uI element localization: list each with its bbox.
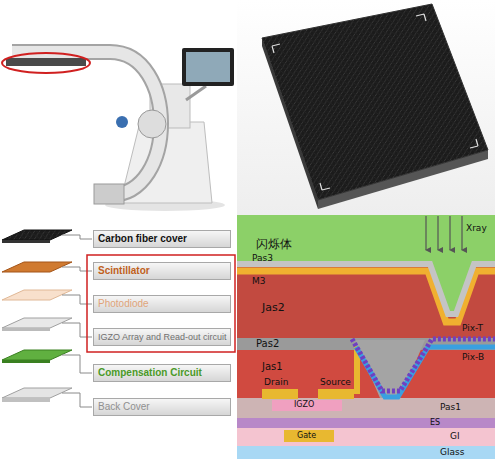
layer-tag: M3 (252, 277, 266, 286)
detector-panel-photo-part (272, 14, 478, 190)
layer-stack-part (2, 328, 50, 331)
layer-tag: Pix-B (462, 353, 484, 362)
layer-label-box: IGZO Array and Read-out circuit (93, 328, 231, 346)
layer-stack-part (0, 215, 236, 459)
tft-cross-section-part (237, 428, 495, 446)
tft-cross-section-part (272, 400, 342, 411)
c-arm-photo (0, 0, 236, 215)
detector-panel-photo (237, 0, 495, 215)
layer-stack-part (2, 262, 72, 272)
c-arm-photo-part (116, 116, 128, 128)
layer-stack-part-part (62, 355, 92, 373)
c-arm-photo-part (2, 53, 90, 73)
layer-tag: ES (430, 419, 440, 427)
tft-cross-section-part (262, 389, 298, 399)
detector-panel-photo-part (237, 0, 495, 215)
layer-tag: Glass (440, 448, 464, 457)
layer-name: Photodiode (98, 299, 149, 309)
layer-name: Scintillator (98, 266, 150, 276)
layer-tag: Pas2 (256, 339, 279, 349)
layer-name: Compensation Circuit (98, 368, 202, 378)
layer-stack (0, 215, 236, 459)
layer-tag: Source (320, 378, 351, 387)
layer-tag: Pas3 (252, 254, 273, 263)
c-arm-photo-part (186, 86, 206, 100)
layer-stack-part-part (62, 235, 92, 239)
layer-label-box: Photodiode (93, 295, 231, 313)
layer-stack-part-part (62, 393, 92, 407)
tft-cross-section-part-part (461, 216, 462, 250)
tft-cross-section-part-part (449, 216, 450, 250)
tft-cross-section-part (426, 216, 462, 250)
tft-cross-section-part (356, 347, 495, 397)
tft-cross-section-part (237, 262, 495, 342)
layer-tag: Gate (297, 432, 316, 440)
layer-label-box: Compensation Circuit (93, 364, 231, 382)
layer-tag: GI (450, 432, 460, 441)
layer-stack-part (2, 240, 50, 243)
detector-panel-photo-part (262, 4, 488, 200)
layer-name: IGZO Array and Read-out circuit (98, 333, 227, 342)
layer-label-box: Scintillator (93, 262, 231, 280)
layer-stack-part (2, 350, 72, 360)
layer-label-box: Carbon fiber cover (93, 230, 231, 248)
layer-tag: 闪烁体 (256, 238, 292, 250)
tft-cross-section-part (237, 264, 495, 314)
tft-cross-section-part (237, 398, 495, 418)
c-arm-photo-part (138, 110, 166, 138)
layer-label-box: Back Cover (93, 398, 231, 416)
c-arm-photo-part (0, 0, 236, 215)
layer-name: Carbon fiber cover (98, 234, 187, 244)
c-arm-photo-part (94, 184, 124, 204)
layer-stack-part (2, 398, 50, 402)
layer-tag: Jas2 (262, 302, 285, 313)
tft-cross-section (237, 215, 495, 459)
layer-tag: IGZO (294, 401, 314, 409)
layer-stack-part (2, 290, 72, 300)
layer-stack-part (2, 230, 72, 240)
layer-stack-part (2, 318, 72, 328)
tft-cross-section-part (237, 215, 495, 263)
layer-tag: Xray (466, 224, 487, 233)
layer-name: Back Cover (98, 402, 150, 412)
tft-cross-section-part (237, 446, 495, 459)
layer-stack-part (2, 360, 50, 363)
layer-tag: Jas1 (262, 362, 283, 372)
tft-cross-section-part (352, 339, 495, 391)
tft-cross-section-part (237, 418, 495, 428)
c-arm-photo-part (186, 52, 230, 82)
layer-stack-part (2, 388, 72, 398)
tft-cross-section-part-part (437, 216, 438, 250)
layer-stack-part (87, 255, 235, 352)
layer-tag: Pas1 (440, 403, 461, 412)
c-arm-photo-part (182, 48, 234, 86)
layer-tag: Pix-T (462, 324, 483, 333)
c-arm-photo-part (6, 58, 86, 66)
tft-cross-section-part (284, 430, 334, 442)
tft-cross-section-part-part (425, 216, 426, 250)
layer-tag: Drain (264, 378, 288, 387)
